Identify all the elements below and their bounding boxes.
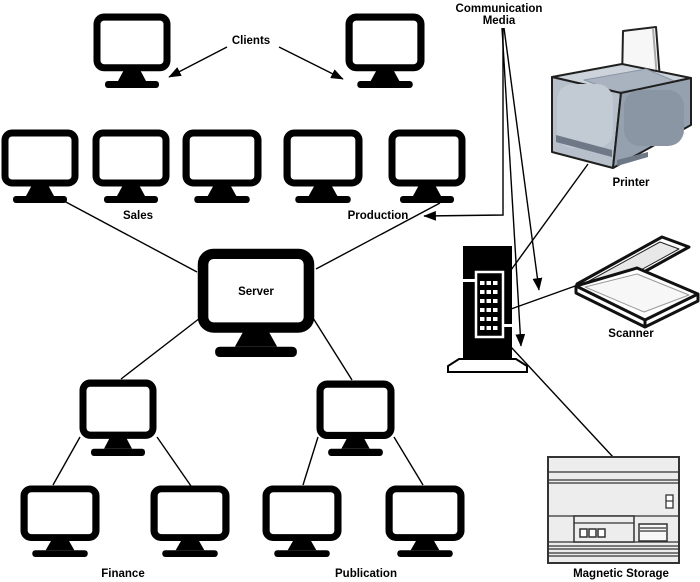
finance-monitor-2 xyxy=(154,489,226,557)
finance-label: Finance xyxy=(101,568,144,580)
line-publication-hub-to-child1 xyxy=(302,436,319,486)
clients-arrow-left xyxy=(168,46,228,78)
tower-base xyxy=(447,358,528,373)
comm-media-arrow-production xyxy=(423,28,504,221)
communication-media-label-line1: Communication xyxy=(456,3,543,15)
row-monitor-4 xyxy=(287,133,359,203)
publication-hub-monitor xyxy=(320,384,391,456)
communication-tower xyxy=(447,246,528,373)
finance-monitor-1 xyxy=(24,489,96,557)
printer-side-blob xyxy=(624,90,684,146)
printer-device xyxy=(551,26,692,169)
storage-stripes xyxy=(548,471,679,557)
publication-group xyxy=(266,384,461,557)
printer-front-blob xyxy=(557,84,613,148)
publication-monitor-1 xyxy=(266,489,338,557)
scanner-device xyxy=(574,235,700,329)
tower-notch-left xyxy=(463,279,476,282)
line-finance-hub-to-child2 xyxy=(156,436,192,487)
printer-paper-fold xyxy=(652,28,658,79)
labels: Clients Sales Production Server Communic… xyxy=(101,3,669,580)
server-group xyxy=(203,254,309,357)
scanner-bed-front-edge xyxy=(575,284,699,327)
line-sales-to-server xyxy=(63,200,198,273)
tower-notch-right xyxy=(499,324,512,327)
line-scanner-to-tower xyxy=(510,284,579,310)
magnetic-storage-device xyxy=(547,456,680,564)
line-publication-hub-to-child2 xyxy=(393,436,424,486)
publication-monitor-2 xyxy=(389,489,461,557)
client-monitor-2 xyxy=(349,17,421,88)
line-server-to-finance xyxy=(120,317,201,380)
line-production-to-server xyxy=(315,202,441,270)
row-monitor-2 xyxy=(96,133,166,203)
storage-body xyxy=(547,456,680,564)
client-group xyxy=(97,17,421,88)
server-monitor xyxy=(203,254,309,357)
tower-panel-leds xyxy=(480,281,498,330)
row-monitor-5 xyxy=(392,133,462,203)
magnetic-storage-label: Magnetic Storage xyxy=(573,568,669,580)
connection-lines xyxy=(52,163,614,487)
comm-media-arrow-scanner-line xyxy=(503,27,543,291)
production-label: Production xyxy=(348,210,409,222)
finance-group xyxy=(24,383,226,557)
row-monitor-1 xyxy=(5,133,75,203)
line-printer-to-tower xyxy=(510,163,589,271)
storage-bay-buttons xyxy=(579,528,606,538)
communication-media-label-line2: Media xyxy=(483,15,516,27)
line-finance-hub-to-child1 xyxy=(52,436,81,486)
clients-label: Clients xyxy=(232,35,270,47)
callout-arrows xyxy=(168,27,543,347)
publication-label: Publication xyxy=(335,568,397,580)
workstation-row-group xyxy=(5,133,462,203)
server-label: Server xyxy=(238,286,274,298)
clients-arrow-right xyxy=(278,46,344,80)
client-monitor-1 xyxy=(97,17,167,88)
printer-side-slot xyxy=(617,152,648,166)
scanner-glass xyxy=(584,273,690,313)
line-server-to-publication xyxy=(312,317,353,381)
scanner-label: Scanner xyxy=(608,328,654,340)
sales-label: Sales xyxy=(123,210,153,222)
storage-floppy-slot xyxy=(638,523,668,542)
row-monitor-3 xyxy=(186,133,258,203)
printer-label: Printer xyxy=(612,177,650,189)
comm-media-arrow-storage-line xyxy=(501,27,526,347)
printer-output-slot xyxy=(556,135,612,157)
line-tower-to-storage xyxy=(510,346,614,458)
finance-hub-monitor xyxy=(83,383,153,456)
